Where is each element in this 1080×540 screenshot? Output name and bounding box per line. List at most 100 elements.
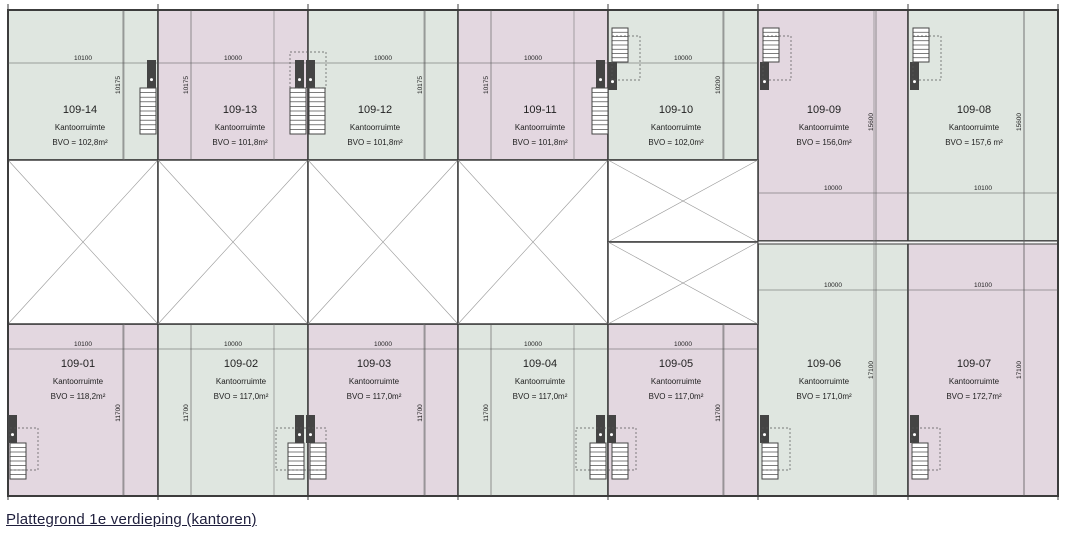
landing-outline — [762, 35, 792, 81]
landing-outline — [289, 51, 327, 89]
unit-number: 109-03 — [357, 358, 391, 370]
room-109-01 — [7, 323, 159, 497]
lift-shaft-icon — [306, 60, 315, 88]
unit-area: BVO = 101,8m² — [347, 138, 403, 147]
unit-type: Kantoorruimte — [216, 377, 267, 386]
dimension-width: 10000 — [524, 55, 542, 62]
building-outline — [7, 9, 1059, 497]
stair-icon — [762, 27, 780, 63]
lift-shaft-icon — [608, 62, 617, 90]
unit-area: BVO = 172,7m² — [946, 392, 1002, 401]
unit-number: 109-06 — [807, 358, 841, 370]
floor-plan: 1010010175100001017510000101751000010175… — [7, 4, 1059, 500]
dimension-width: 10100 — [974, 185, 992, 192]
dimension-depth: 11700 — [483, 404, 490, 422]
dimension-depth: 11700 — [417, 404, 424, 422]
lift-shaft-icon — [295, 415, 304, 443]
stair-icon — [911, 442, 929, 480]
unit-area: BVO = 117,0m² — [214, 392, 269, 401]
dimension-width: 10000 — [674, 341, 692, 348]
landing-outline — [912, 35, 942, 81]
dimension-depth: 15600 — [868, 113, 875, 131]
room-109-03 — [307, 323, 459, 497]
unit-number: 109-01 — [61, 358, 95, 370]
room-109-09 — [757, 9, 909, 242]
landing-outline — [575, 427, 637, 471]
unit-area: BVO = 101,8m² — [212, 138, 268, 147]
dimension-depth: 17100 — [868, 361, 875, 379]
landing-outline — [761, 427, 791, 471]
void-cross-line — [7, 159, 159, 325]
corridor-strip — [757, 240, 1059, 245]
dimension-width: 10000 — [524, 341, 542, 348]
dimension-depth: 10200 — [715, 76, 722, 94]
room-109-10 — [607, 9, 759, 161]
unit-number: 109-14 — [63, 104, 97, 116]
lift-shaft-icon — [910, 415, 919, 443]
unit-type: Kantoorruimte — [349, 377, 400, 386]
void-cross-line — [607, 241, 759, 325]
landing-outline — [9, 427, 39, 471]
lift-shaft-icon — [147, 60, 156, 88]
lift-shaft-icon — [760, 415, 769, 443]
dimension-width: 10100 — [974, 282, 992, 289]
stair-icon — [761, 442, 779, 480]
unit-number: 109-13 — [223, 104, 257, 116]
lift-shaft-icon — [760, 62, 769, 90]
lift-shaft-icon — [306, 415, 315, 443]
unit-area: BVO = 117,0m² — [513, 392, 568, 401]
unit-type: Kantoorruimte — [515, 377, 566, 386]
dimension-width: 10000 — [224, 341, 242, 348]
unit-area: BVO = 101,8m² — [512, 138, 568, 147]
dimension-depth: 15600 — [1016, 113, 1023, 131]
lift-shaft-icon — [8, 415, 17, 443]
unit-type: Kantoorruimte — [55, 123, 106, 132]
unit-area: BVO = 117,0m² — [347, 392, 402, 401]
lift-shaft-icon — [295, 60, 304, 88]
void-cross-line — [307, 159, 459, 325]
dimension-depth: 10175 — [417, 76, 424, 94]
stair-icon — [611, 442, 629, 480]
lift-shaft-icon — [910, 62, 919, 90]
unit-number: 109-09 — [807, 104, 841, 116]
landing-outline — [911, 427, 941, 471]
stair-icon — [309, 442, 327, 480]
dimension-width: 10000 — [224, 55, 242, 62]
stair-icon — [308, 87, 326, 135]
room-109-05 — [607, 323, 759, 497]
dimension-width: 10000 — [374, 341, 392, 348]
unit-number: 109-04 — [523, 358, 557, 370]
stair-icon — [611, 27, 629, 63]
dimension-depth: 11700 — [115, 404, 122, 422]
lift-shaft-icon — [596, 415, 605, 443]
dimension-depth: 10175 — [115, 76, 122, 94]
stair-icon — [139, 87, 157, 135]
dimension-width: 10000 — [824, 185, 842, 192]
dimension-depth: 17100 — [1016, 361, 1023, 379]
room-109-13 — [157, 9, 309, 161]
unit-area: BVO = 102,8m² — [52, 138, 108, 147]
unit-number: 109-07 — [957, 358, 991, 370]
void-cross-line — [457, 159, 609, 325]
dimension-width: 10000 — [674, 55, 692, 62]
unit-type: Kantoorruimte — [949, 123, 1000, 132]
stair-icon — [589, 442, 607, 480]
unit-type: Kantoorruimte — [949, 377, 1000, 386]
dimension-width: 10000 — [824, 282, 842, 289]
unit-area: BVO = 157,6 m² — [945, 138, 1003, 147]
unit-type: Kantoorruimte — [515, 123, 566, 132]
room-109-07 — [907, 240, 1059, 497]
plan-caption: Plattegrond 1e verdieping (kantoren) — [6, 511, 257, 528]
dimension-width: 10100 — [74, 55, 92, 62]
unit-type: Kantoorruimte — [350, 123, 401, 132]
dimension-width: 10100 — [74, 341, 92, 348]
unit-type: Kantoorruimte — [799, 123, 850, 132]
unit-area: BVO = 156,0m² — [796, 138, 852, 147]
unit-number: 109-11 — [523, 104, 556, 116]
unit-type: Kantoorruimte — [651, 123, 702, 132]
unit-type: Kantoorruimte — [651, 377, 702, 386]
unit-type: Kantoorruimte — [799, 377, 850, 386]
stair-icon — [591, 87, 609, 135]
unit-number: 109-05 — [659, 358, 693, 370]
room-109-14 — [7, 9, 159, 161]
